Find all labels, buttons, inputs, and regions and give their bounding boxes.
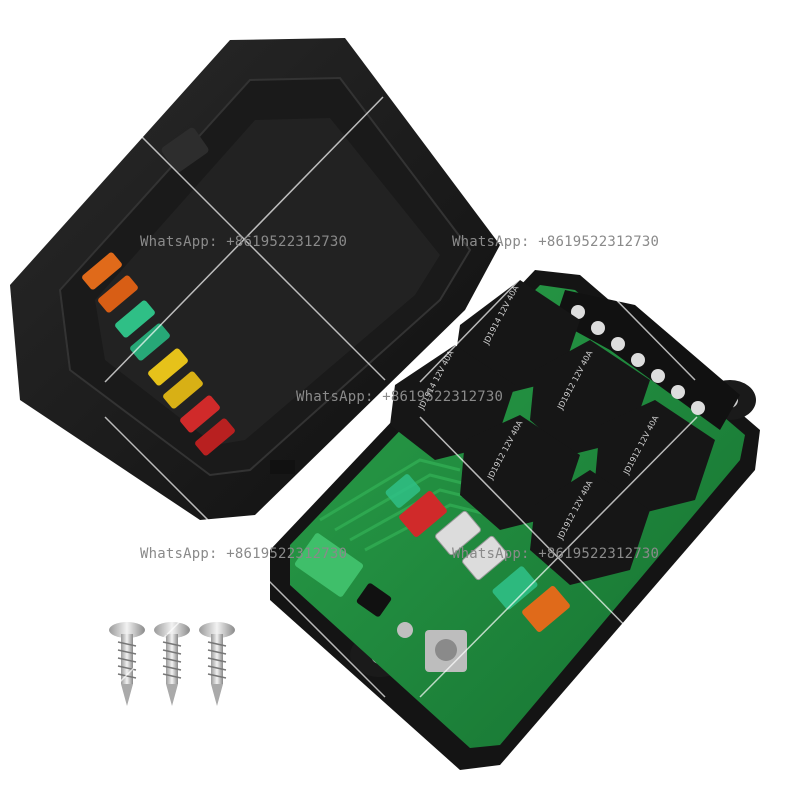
- screw: [109, 622, 145, 706]
- lid-spare-fuses: [82, 252, 235, 456]
- watermark-text: WhatsApp: +8619522312730: [296, 389, 504, 405]
- fuse-green: [492, 566, 538, 610]
- watermark-text: WhatsApp: +8619522312730: [452, 546, 660, 562]
- fuse-red: [399, 491, 447, 537]
- fuse-clear: [462, 535, 508, 581]
- watermark-text: WhatsApp: +8619522312730: [140, 546, 348, 562]
- screw-terminal-strip: [555, 290, 740, 430]
- board-fuses: [385, 474, 570, 632]
- fuse-clear: [435, 510, 481, 556]
- watermark-lines: [104, 96, 698, 698]
- screw: [154, 622, 190, 706]
- watermark-text: WhatsApp: +8619522312730: [452, 234, 660, 250]
- enclosure-lid: [10, 38, 500, 520]
- fuse-orange: [522, 586, 570, 632]
- lid-latch: [161, 127, 209, 173]
- watermark-text: WhatsApp: +8619522312730: [140, 234, 348, 250]
- green-connector: [294, 533, 364, 597]
- lid-hinge: [270, 460, 295, 474]
- mounting-screws: [109, 622, 235, 706]
- black-connector: [356, 583, 392, 617]
- fuse-green: [385, 474, 421, 508]
- board-screw: [397, 622, 413, 638]
- relay-2: JD1914 12V 40A: [390, 345, 515, 460]
- screw: [199, 622, 235, 706]
- relays: JD1914 12V 40A JD1914 12V 40A JD1912 12V…: [390, 280, 715, 585]
